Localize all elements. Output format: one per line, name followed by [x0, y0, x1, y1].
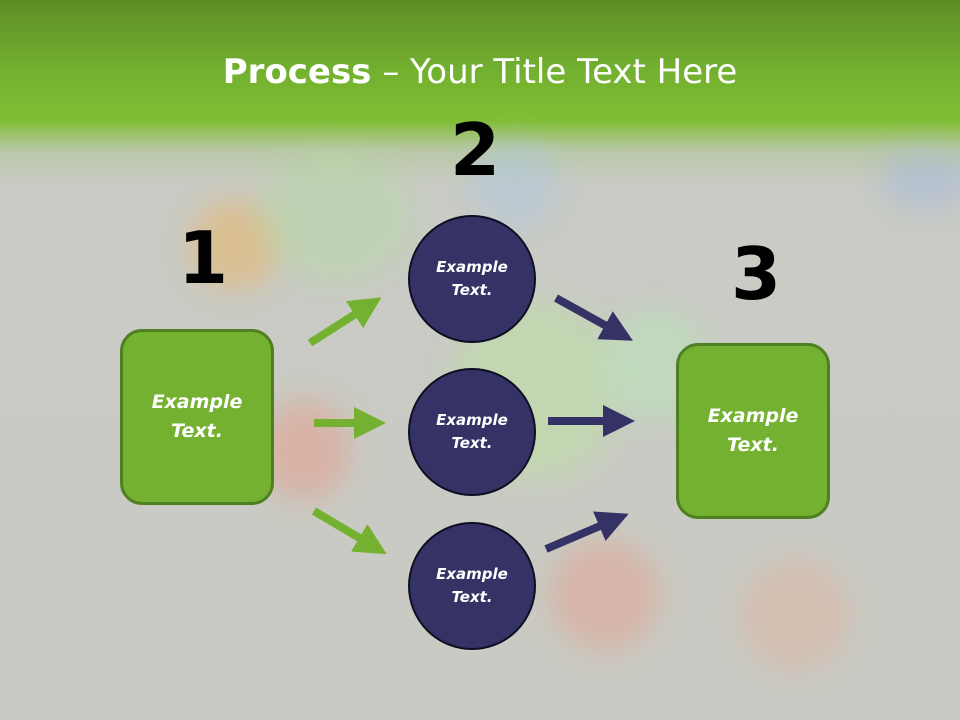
step1-box: Example Text. — [120, 329, 274, 505]
step2-circle-bottom: Example Text. — [408, 522, 536, 650]
step-number-1: 1 — [178, 216, 229, 300]
bokeh-decoration — [550, 540, 660, 650]
step-number-3: 3 — [731, 232, 782, 316]
bokeh-decoration — [260, 400, 350, 500]
bokeh-decoration — [470, 140, 560, 230]
slide-title: Process – Your Title Text Here — [0, 52, 960, 92]
step3-box: Example Text. — [676, 343, 830, 519]
title-rest: – Your Title Text Here — [371, 52, 738, 92]
bokeh-decoration — [190, 200, 280, 290]
bokeh-decoration — [880, 150, 960, 210]
arrow-to-bottom-circle — [311, 507, 387, 555]
bokeh-decoration — [740, 560, 850, 670]
title-bold: Process — [222, 52, 372, 92]
bokeh-decoration — [260, 150, 410, 280]
arrow-to-top-circle — [307, 297, 382, 347]
step2-circle-middle: Example Text. — [408, 368, 536, 496]
step-number-2: 2 — [450, 108, 501, 192]
step2-circle-top: Example Text. — [408, 215, 536, 343]
arrow-from-top-circle — [554, 294, 633, 341]
arrow-from-bottom-circle — [544, 511, 629, 553]
